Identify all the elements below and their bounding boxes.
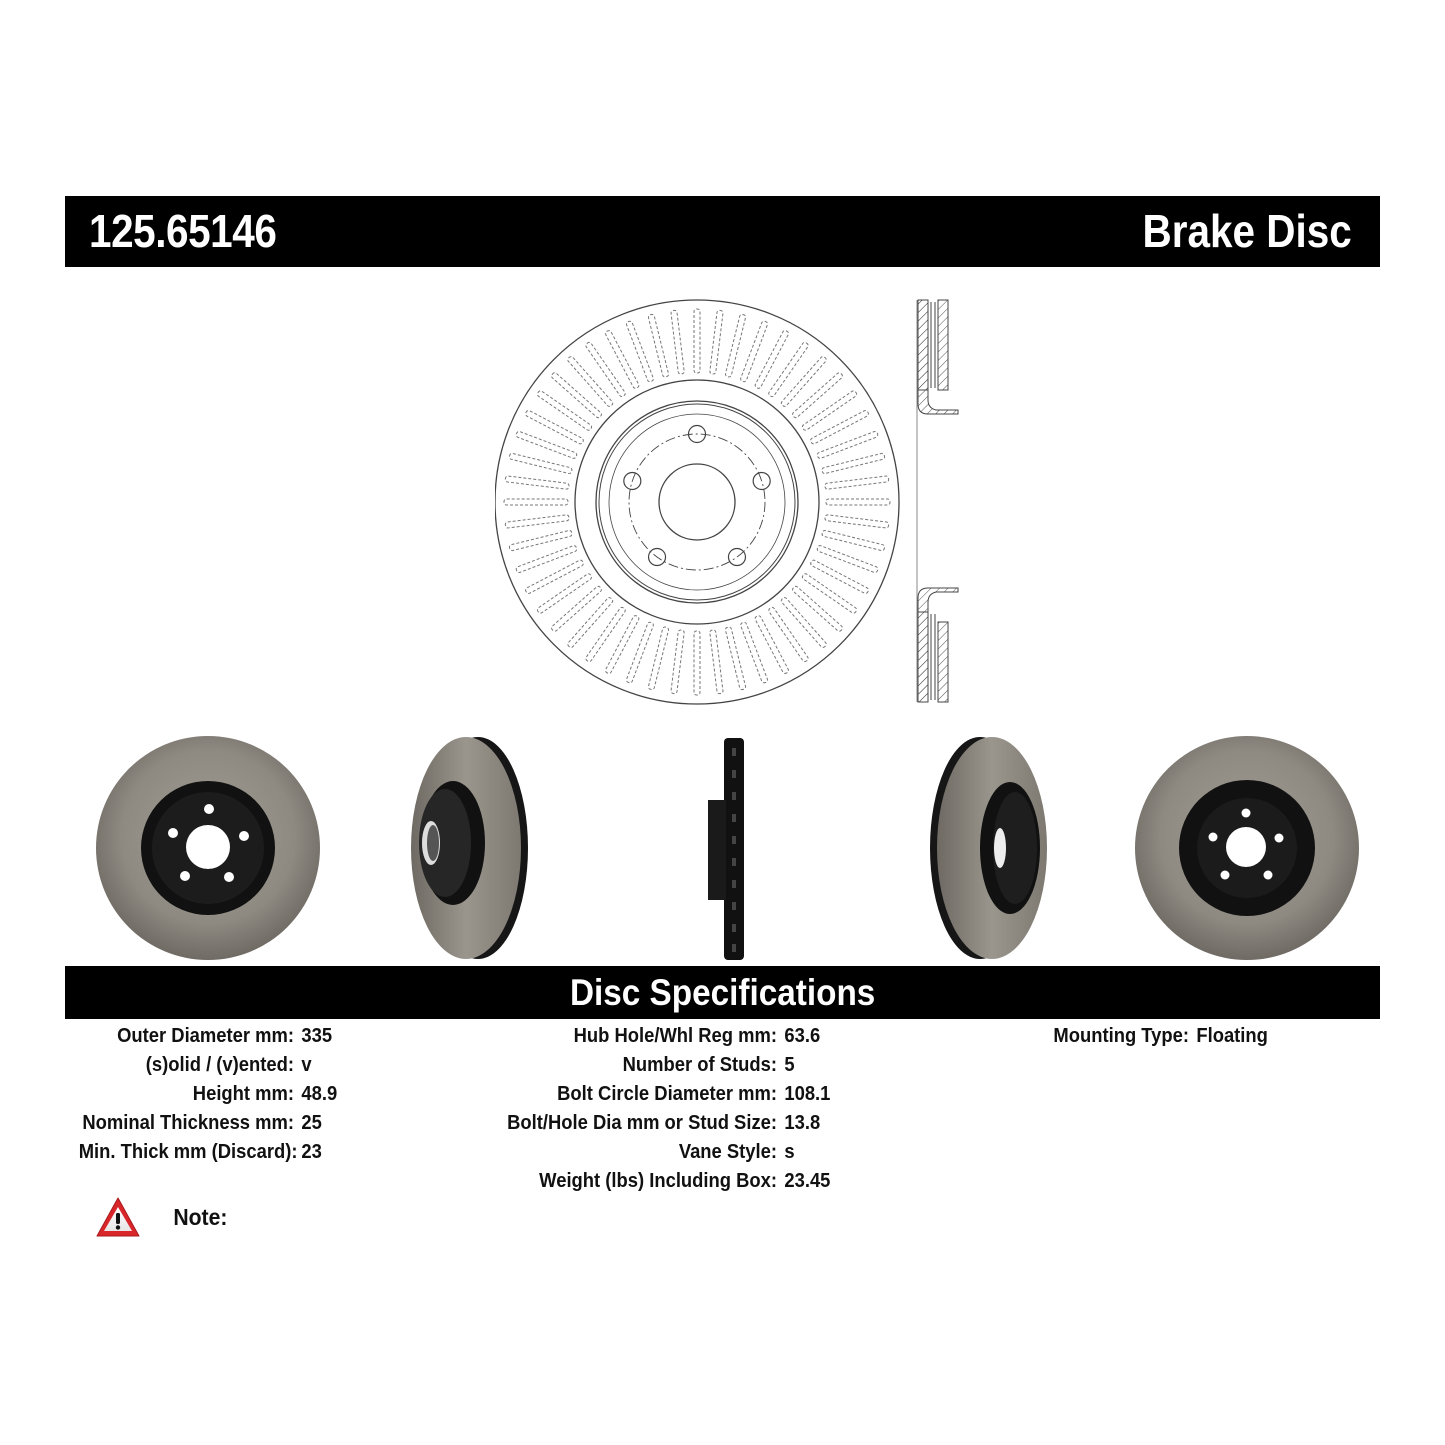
specifications-title: Disc Specifications (569, 972, 876, 1013)
spec-nominal-thickness: Nominal Thickness mm: 25 (60, 1109, 341, 1138)
spec-value: Floating (1196, 1025, 1268, 1047)
spec-label: Vane Style: (678, 1141, 777, 1163)
spec-label: Hub Hole/Whl Reg mm: (573, 1025, 777, 1047)
spec-weight: Weight (lbs) Including Box: 23.45 (480, 1167, 835, 1196)
spec-outer-diameter: Outer Diameter mm: 335 (60, 1022, 341, 1051)
spec-value: 63.6 (784, 1025, 821, 1047)
spec-value: 13.8 (784, 1112, 821, 1134)
part-number: 125.65146 (89, 205, 277, 257)
spec-value: 5 (784, 1054, 795, 1076)
spec-label: Min. Thick mm (Discard): (78, 1141, 298, 1163)
spec-min-thickness: Min. Thick mm (Discard):23 (60, 1138, 341, 1167)
spec-value: 23 (301, 1141, 322, 1163)
spec-hub-hole: Hub Hole/Whl Reg mm: 63.6 (480, 1022, 835, 1051)
spec-bolt-circle: Bolt Circle Diameter mm: 108.1 (480, 1080, 835, 1109)
warning-triangle-icon (96, 1197, 140, 1237)
spec-value: 108.1 (784, 1083, 831, 1105)
spec-vane-style: Vane Style: s (480, 1138, 835, 1167)
header-bar: 125.65146 Brake Disc (65, 196, 1380, 267)
spec-solid-vented: (s)olid / (v)ented: v (60, 1051, 341, 1080)
spec-label: Number of Studs: (622, 1054, 777, 1076)
spec-value: 48.9 (301, 1083, 338, 1105)
spec-value: v (301, 1054, 312, 1076)
brake-disc-photo-rear (1135, 736, 1359, 960)
spec-value: s (784, 1141, 795, 1163)
note-label: Note: (173, 1203, 228, 1230)
brake-disc-photo-angled-right (930, 737, 1047, 959)
spec-label: Nominal Thickness mm: (82, 1112, 294, 1134)
spec-value: 335 (301, 1025, 333, 1047)
spec-column-2: Hub Hole/Whl Reg mm: 63.6 Number of Studs… (480, 1022, 835, 1196)
spec-label: Outer Diameter mm: (117, 1025, 294, 1047)
spec-value: 23.45 (784, 1170, 831, 1192)
spec-label: Bolt/Hole Dia mm or Stud Size: (507, 1112, 777, 1134)
brake-disc-front-technical-drawing (495, 299, 900, 705)
product-type: Brake Disc (1142, 205, 1352, 257)
spec-number-of-studs: Number of Studs: 5 (480, 1051, 835, 1080)
spec-value: 25 (301, 1112, 322, 1134)
spec-column-1: Outer Diameter mm: 335 (s)olid / (v)ented… (60, 1022, 341, 1167)
brake-disc-cross-section-drawing (916, 299, 959, 703)
spec-bolt-hole-dia: Bolt/Hole Dia mm or Stud Size: 13.8 (480, 1109, 835, 1138)
spec-label: Weight (lbs) Including Box: (539, 1170, 777, 1192)
brake-disc-photo-angled-left (411, 737, 528, 959)
spec-label: (s)olid / (v)ented: (145, 1054, 294, 1076)
spec-mounting-type: Mounting Type: Floating (1000, 1022, 1275, 1051)
spec-label: Mounting Type: (1053, 1025, 1189, 1047)
spec-label: Bolt Circle Diameter mm: (557, 1083, 777, 1105)
specifications-header: Disc Specifications (65, 966, 1380, 1019)
brake-disc-photo-side (708, 738, 744, 960)
spec-height: Height mm: 48.9 (60, 1080, 341, 1109)
note-section: Note: (95, 1196, 230, 1238)
spec-column-3: Mounting Type: Floating (1000, 1022, 1275, 1051)
brake-disc-photo-front (96, 736, 320, 960)
spec-label: Height mm: (192, 1083, 294, 1105)
